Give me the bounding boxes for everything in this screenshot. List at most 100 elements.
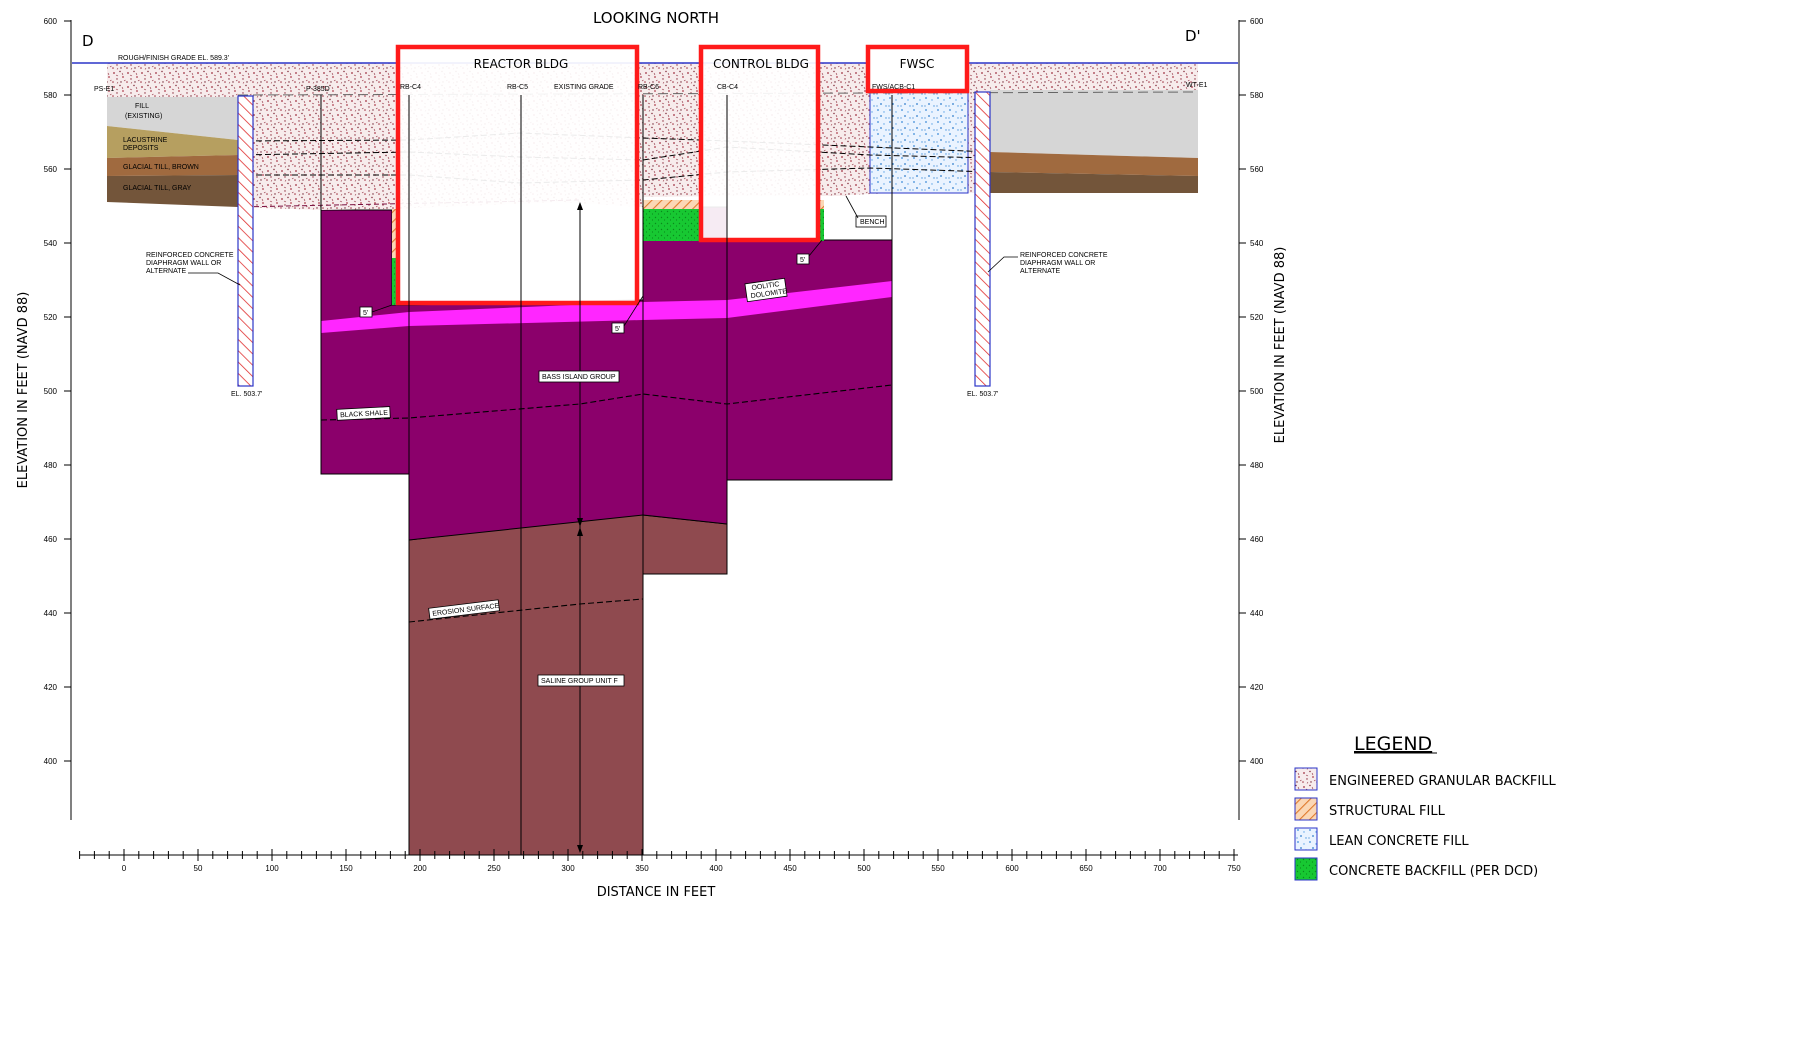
saline-group-label: SALINE GROUP UNIT F	[541, 678, 618, 685]
dimension-arrowhead	[577, 527, 583, 536]
y-tick-label-left: 540	[44, 239, 58, 248]
y-tick-label-right: 540	[1250, 239, 1264, 248]
y-tick-label-right: 400	[1250, 757, 1264, 766]
x-tick-label: 550	[931, 864, 945, 873]
y-tick-label-right: 600	[1250, 17, 1264, 26]
y-tick-label-right: 580	[1250, 91, 1264, 100]
legend-title: LEGEND	[1354, 733, 1432, 755]
wall-label-line: ALTERNATE	[146, 268, 187, 275]
y-tick-label-right: 440	[1250, 609, 1264, 618]
control-building-outline	[698, 44, 821, 243]
legend-swatch-concrete	[1294, 857, 1318, 881]
existing-grade-label: EXISTING GRADE	[554, 84, 614, 91]
lacustrine-label-line: LACUSTRINE	[123, 137, 168, 144]
y-tick-label-left: 460	[44, 535, 58, 544]
x-tick-label: 200	[413, 864, 427, 873]
y-tick-label-left: 420	[44, 683, 58, 692]
wall-callout-left: REINFORCED CONCRETE DIAPHRAGM WALL OR AL…	[146, 252, 262, 398]
dimension-arrowhead	[577, 518, 583, 527]
five-foot-leader	[623, 295, 644, 327]
x-tick-label: 600	[1005, 864, 1019, 873]
x-tick-label: 750	[1227, 864, 1241, 873]
y-tick-label-left: 600	[44, 17, 58, 26]
x-tick-label: 100	[265, 864, 279, 873]
reactor-building-label: REACTOR BLDG	[474, 57, 569, 71]
five-foot-leader	[808, 239, 823, 257]
y-tick-label-left: 400	[44, 757, 58, 766]
wall-label-right: REINFORCED CONCRETE DIAPHRAGM WALL OR AL…	[1020, 252, 1109, 275]
fill-label-line: FILL	[135, 103, 149, 110]
legend-item-label: LEAN CONCRETE FILL	[1329, 834, 1469, 849]
borings	[320, 95, 893, 855]
fill-existing-right	[990, 90, 1198, 158]
fwsc-building-outline	[865, 44, 970, 94]
y-tick-label-right: 500	[1250, 387, 1264, 396]
concrete-backfill-zone	[392, 258, 398, 305]
lacustrine-label-line: DEPOSITS	[123, 145, 159, 152]
legend-item-label: CONCRETE BACKFILL (PER DCD)	[1329, 864, 1538, 879]
x-tick-label: 300	[561, 864, 575, 873]
oolitic-dolomite-tag: OOLITIC DOLOMITE	[744, 277, 788, 303]
x-tick-label: 700	[1153, 864, 1167, 873]
buildings: REACTOR BLDG CONTROL BLDG FWSC	[395, 44, 970, 306]
bench-label: BENCH	[860, 219, 885, 226]
oolitic-label-line: OOLITIC	[751, 281, 780, 292]
control-building-label: CONTROL BLDG	[713, 57, 809, 71]
wall-label-line: DIAPHRAGM WALL OR	[1020, 260, 1095, 267]
structural-fill-strip	[818, 200, 824, 209]
diaphragm-wall-left	[237, 95, 254, 387]
boring-label: CB-C4	[717, 84, 738, 91]
five-foot-label: 5'	[363, 310, 368, 317]
x-tick-label: 400	[709, 864, 723, 873]
five-foot-tags: 5' 5' 5'	[359, 239, 823, 334]
y-axis-label-left: ELEVATION IN FEET (NAVD 88)	[16, 292, 31, 489]
till-brown-label: GLACIAL TILL, BROWN	[123, 164, 199, 171]
legend-item-label: ENGINEERED GRANULAR BACKFILL	[1329, 774, 1556, 789]
bench-tag: BENCH	[845, 195, 887, 228]
boring-label: RB-C5	[507, 84, 528, 91]
legend-swatch-structural	[1294, 797, 1318, 821]
bass-island-tag: BASS ISLAND GROUP	[538, 370, 620, 383]
y-tick-label-right: 420	[1250, 683, 1264, 692]
x-axis-label: DISTANCE IN FEET	[597, 885, 716, 900]
x-tick-label: 450	[783, 864, 797, 873]
boring-label: PS-E1	[94, 86, 114, 93]
y-tick-label-right: 480	[1250, 461, 1264, 470]
legend: LEGEND ENGINEERED GRANULAR BACKFILL STRU…	[1294, 733, 1556, 881]
y-tick-label-left: 580	[44, 91, 58, 100]
x-tick-label: 250	[487, 864, 501, 873]
fill-existing-body	[107, 97, 238, 140]
x-tick-label: 350	[635, 864, 649, 873]
x-tick-label: 150	[339, 864, 353, 873]
till-brown-body	[107, 155, 238, 176]
fill-existing-label: FILL (EXISTING)	[125, 103, 162, 120]
x-tick-label: 50	[194, 864, 203, 873]
five-foot-label: 5'	[800, 257, 805, 264]
till-gray-body	[107, 175, 238, 207]
boring-label: WT-E1	[1186, 82, 1207, 89]
oolitic-dolomite-band	[321, 281, 892, 333]
lacustrine-body	[107, 126, 238, 158]
black-shale-label: BLACK SHALE	[340, 410, 388, 420]
x-tick-label: 0	[122, 864, 127, 873]
x-tick-label: 500	[857, 864, 871, 873]
y-tick-label-left: 560	[44, 165, 58, 174]
black-shale-contact	[320, 384, 893, 421]
diaphragm-wall-right	[974, 91, 991, 387]
wall-label-line: ALTERNATE	[1020, 268, 1061, 275]
structural-fill-strip	[392, 209, 398, 259]
till-gray-label: GLACIAL TILL, GRAY	[123, 185, 192, 192]
legend-item-label: STRUCTURAL FILL	[1329, 804, 1446, 819]
boring-label: FWS/ACB-C1	[872, 84, 915, 91]
wall-callout-right: REINFORCED CONCRETE DIAPHRAGM WALL OR AL…	[967, 252, 1109, 398]
wall-label-left: REINFORCED CONCRETE DIAPHRAGM WALL OR AL…	[146, 252, 235, 275]
reactor-building-outline	[395, 44, 640, 306]
bass-island-label: BASS ISLAND GROUP	[542, 374, 616, 381]
view-title: LOOKING NORTH	[593, 9, 719, 27]
concrete-backfill-zone	[643, 209, 700, 241]
dimension-arrowhead	[577, 202, 583, 210]
boring-labels: PS-E1 P-385D RB-C4 RB-C5 RB-C6 CB-C4 FWS…	[94, 55, 1207, 93]
bench-leader	[845, 195, 859, 219]
lean-concrete-zone	[869, 89, 969, 194]
